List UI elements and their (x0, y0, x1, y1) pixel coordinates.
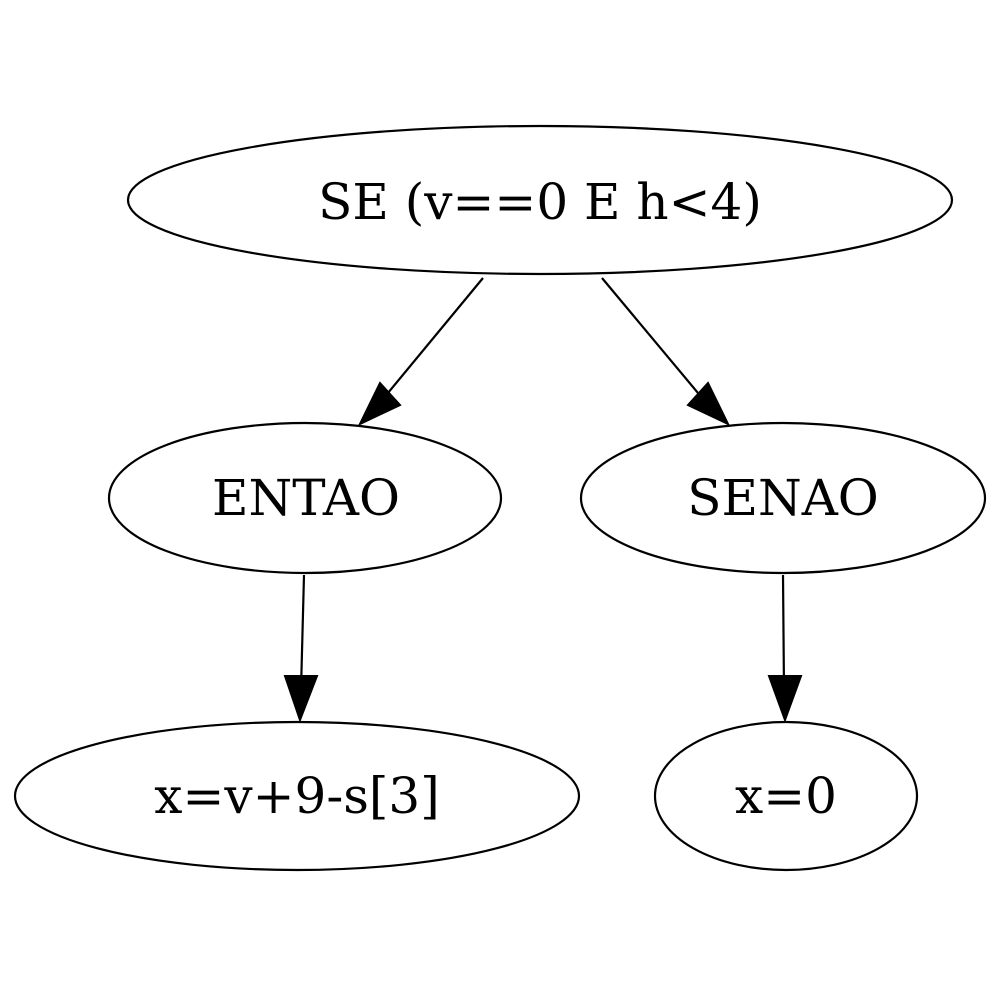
edge-then-to-then-stmt (283, 574, 319, 723)
node-then-stmt-label: x=v+9-s[3] (154, 767, 439, 825)
node-then-label: ENTAO (212, 469, 400, 527)
node-else-stmt-label: x=0 (735, 767, 837, 825)
edge-else-to-else-stmt (767, 574, 803, 723)
node-else-label: SENAO (687, 469, 879, 527)
edge-root-to-else (601, 277, 731, 427)
node-root: SE (v==0 E h<4) (126, 124, 954, 276)
node-root-label: SE (v==0 E h<4) (318, 173, 762, 231)
node-then-stmt: x=v+9-s[3] (13, 720, 581, 872)
node-else: SENAO (579, 421, 987, 575)
edges (283, 277, 803, 723)
edge-root-to-then (357, 277, 484, 427)
node-then: ENTAO (107, 421, 503, 575)
node-else-stmt: x=0 (653, 720, 919, 872)
